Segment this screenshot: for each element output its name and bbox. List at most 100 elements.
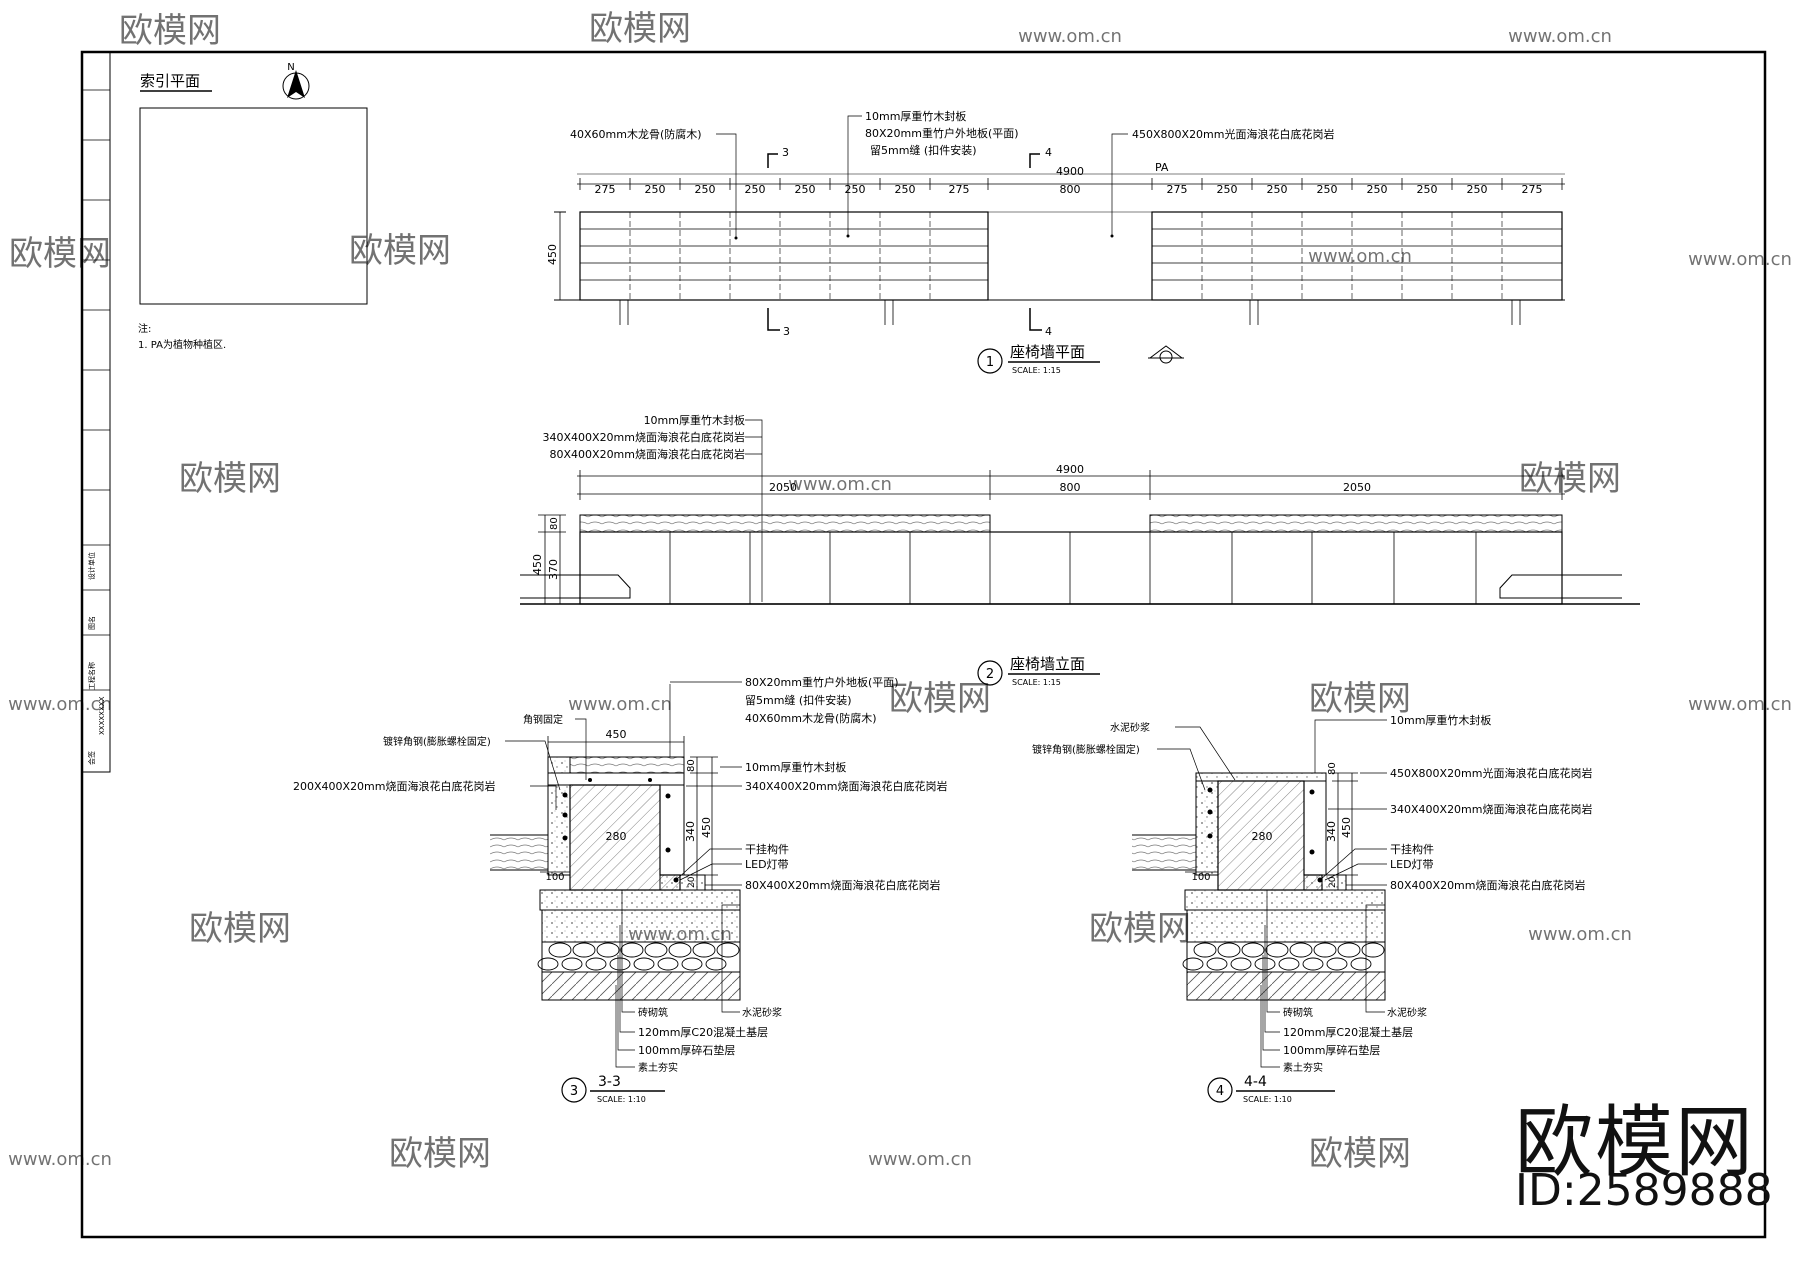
s3-note-concrete: 120mm厚C20混凝土基层: [638, 1025, 768, 1039]
plan-dim-right: 275: [1167, 183, 1188, 196]
s3-title: 3-3: [598, 1074, 621, 1090]
elev-note-granite-side: 340X400X20mm烧面海浪花白底花岗岩: [543, 430, 746, 444]
s4-note-granite-80: 80X400X20mm烧面海浪花白底花岗岩: [1390, 878, 1586, 892]
plan-dim-right: 250: [1417, 183, 1438, 196]
plan-note-joist: 40X60mm木龙骨(防腐木): [570, 127, 702, 141]
plan-dim-left: 275: [595, 183, 616, 196]
elev-height-top: 80: [549, 517, 560, 530]
elev-title: 座椅墙立面: [1010, 655, 1085, 673]
sheet-border: [80, 50, 1767, 1239]
elev-scale: SCALE: 1:15: [1012, 678, 1061, 687]
elev-dim-2: 800: [1060, 481, 1081, 494]
title-block-t1: 会签: [87, 751, 96, 765]
plan-sec4-top: 4: [1045, 146, 1052, 159]
elevation-marker-icon: [1148, 345, 1184, 364]
watermark-id: ID:2589888: [1515, 1165, 1773, 1216]
index-plan-title: 索引平面: [140, 72, 200, 90]
s3-note-joist: 40X60mm木龙骨(防腐木): [745, 711, 877, 725]
s4-note-dry-hang: 干挂构件: [1390, 842, 1434, 856]
plan-dim-right: 250: [1217, 183, 1238, 196]
s4-note-gravel: 100mm厚碎石垫层: [1283, 1043, 1380, 1057]
s3-number: 3: [570, 1084, 578, 1099]
s3-note-bamboo-cover: 10mm厚重竹木封板: [745, 760, 846, 774]
s4-number: 4: [1216, 1084, 1224, 1099]
plan-bench-left: [579, 211, 989, 301]
watermark-brand-large: 欧模网: [1515, 1098, 1756, 1188]
index-plan-frame: [139, 107, 368, 305]
s4-dim-h340: 340: [1325, 821, 1338, 842]
s4-note-mortar: 水泥砂浆: [1387, 1006, 1427, 1019]
plan-dim-left: 250: [745, 183, 766, 196]
s4-note-soil: 素土夯实: [1283, 1061, 1323, 1074]
watermark-text: 欧模网: [889, 679, 991, 719]
elev-note-granite-base: 80X400X20mm烧面海浪花白底花岗岩: [550, 447, 746, 461]
index-note-1: 1. PA为植物种植区.: [138, 338, 226, 351]
s4-dim-h450: 450: [1340, 817, 1353, 838]
watermark-text: www.om.cn: [1508, 26, 1612, 47]
s4-dim-h80: 80: [1327, 762, 1338, 775]
watermark-text: 欧模网: [9, 234, 111, 274]
s3-note-galv-angle: 镀锌角钢(膨胀螺栓固定): [383, 735, 491, 748]
plan-note-gap: 留5mm缝 (扣件安装): [870, 143, 977, 157]
watermark-text: www.om.cn: [1018, 26, 1122, 47]
watermark-text: www.om.cn: [788, 474, 892, 495]
s3-note-brick: 砖砌筑: [638, 1006, 668, 1019]
elev-dim-1: 2050: [769, 481, 797, 494]
section-4-4: 280 80 340 450 20 100 水泥砂浆 镀锌角钢(膨胀螺栓固定) …: [1032, 713, 1593, 1104]
s3-note-granite-80: 80X400X20mm烧面海浪花白底花岗岩: [745, 878, 941, 892]
watermark-text: 欧模网: [1309, 1134, 1411, 1174]
watermark-text: 欧模网: [1309, 679, 1411, 719]
watermark-text: www.om.cn: [1688, 694, 1792, 715]
plan-pa-label: PA: [1155, 161, 1169, 174]
plan-sec3-bot: 3: [783, 325, 790, 338]
plan-note-bamboo-cover: 10mm厚重竹木封板: [865, 109, 966, 123]
s4-title: 4-4: [1244, 1074, 1267, 1090]
s4-note-galv-angle: 镀锌角钢(膨胀螺栓固定): [1032, 743, 1140, 756]
s4-note-mortar-top: 水泥砂浆: [1110, 721, 1150, 734]
plan-sec3-top: 3: [782, 146, 789, 159]
s3-note-dry-hang: 干挂构件: [745, 842, 789, 856]
elev-height-body: 370: [547, 559, 560, 580]
title-block-strip: [81, 51, 111, 773]
s3-dim-d20: 20: [687, 876, 697, 888]
s3-dim-h340: 340: [684, 821, 697, 842]
s4-note-brick: 砖砌筑: [1283, 1006, 1313, 1019]
title-block-texts: 会签 XXXXXXXX 工程名称 图名 设计单位: [87, 552, 106, 765]
watermark-text: www.om.cn: [1688, 249, 1792, 270]
plan-title: 座椅墙平面: [1010, 343, 1085, 361]
seat-wall-elevation: 10mm厚重竹木封板 340X400X20mm烧面海浪花白底花岗岩 80X400…: [520, 413, 1640, 687]
section-3-3: 450 280 80 340 450 20 100 80X20mm重竹户外地板(…: [293, 675, 948, 1104]
watermark-text: www.om.cn: [8, 1149, 112, 1170]
watermark-text: 欧模网: [349, 231, 451, 271]
watermark-text: 欧模网: [589, 9, 691, 49]
plan-sec4-bot: 4: [1045, 325, 1052, 338]
plan-center-dim: 800: [1060, 183, 1081, 196]
plan-dim-left: 250: [845, 183, 866, 196]
north-label: N: [287, 62, 294, 73]
plan-dim-right: 250: [1267, 183, 1288, 196]
title-block-t5: 设计单位: [87, 552, 96, 580]
watermark-text: 欧模网: [389, 1134, 491, 1174]
watermark-text: www.om.cn: [1308, 246, 1412, 267]
elev-note-bamboo: 10mm厚重竹木封板: [644, 413, 745, 427]
index-notes-label: 注:: [138, 322, 151, 335]
plan-dim-right: 250: [1317, 183, 1338, 196]
s3-dim-inner: 280: [606, 830, 627, 843]
s3-note-granite-340: 340X400X20mm烧面海浪花白底花岗岩: [745, 779, 948, 793]
s3-note-mortar: 水泥砂浆: [742, 1006, 782, 1019]
watermark-text: www.om.cn: [8, 694, 112, 715]
s4-dim-d20: 20: [1328, 876, 1338, 888]
s3-note-gravel: 100mm厚碎石垫层: [638, 1043, 735, 1057]
s3-dim-d100: 100: [545, 872, 564, 883]
watermark-text: 欧模网: [179, 459, 281, 499]
plan-dim-right: 275: [1522, 183, 1543, 196]
title-block-t3: 工程名称: [87, 662, 96, 690]
watermark-text: 欧模网: [189, 909, 291, 949]
plan-dim-left: 250: [645, 183, 666, 196]
s4-dim-d100: 100: [1191, 872, 1210, 883]
watermark-layer: 欧模网 www.om.cn 欧模网 www.om.cn 欧模网 www.om.cn 欧模网 w…: [8, 9, 1792, 1174]
plan-height-dim: 450: [546, 244, 559, 265]
s3-note-gap: 留5mm缝 (扣件安装): [745, 693, 852, 707]
